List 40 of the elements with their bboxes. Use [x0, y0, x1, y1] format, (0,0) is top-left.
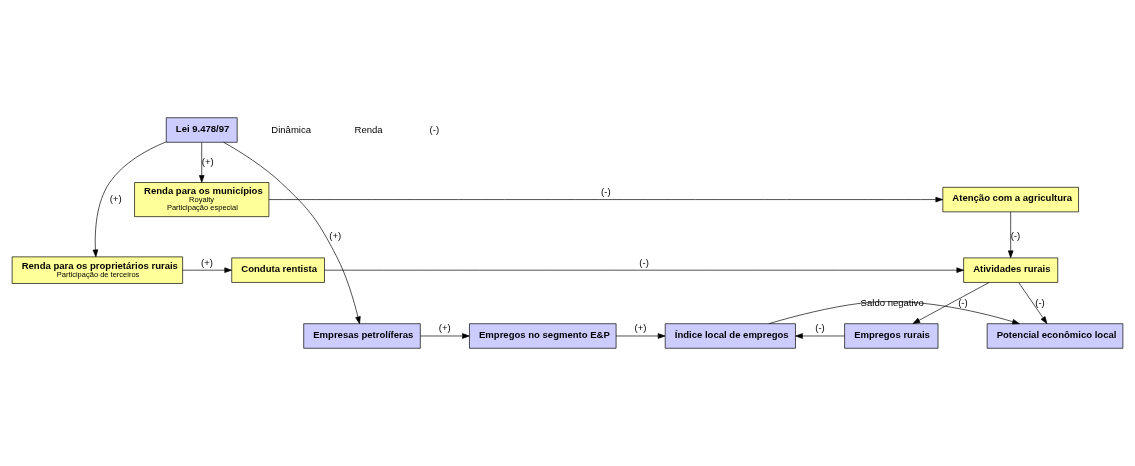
node-box: Conduta rentista [231, 257, 325, 283]
edge-label: (-) [815, 322, 825, 334]
edge-label: (-) [639, 256, 649, 268]
node-box: Empregos rurais [844, 323, 939, 349]
edge-label: (-) [958, 297, 968, 309]
node-box: Lei 9.478/97 [165, 117, 238, 143]
edge-label: (+) [634, 322, 647, 334]
arrow [615, 333, 666, 339]
arrow [795, 333, 845, 339]
arrow [420, 333, 470, 339]
node-box: Empregos no segmento E&P [469, 323, 617, 349]
edge-label: Saldo negativo [860, 297, 924, 309]
edge-label: (+) [109, 193, 122, 205]
edge-label: (+) [201, 155, 214, 167]
arrow [199, 142, 205, 183]
edge-label: (+) [438, 322, 451, 334]
node-box: Renda para os proprietários rurais Participação de terceiros [11, 256, 183, 284]
arrow [268, 196, 943, 203]
node-box: Atividades rurais [963, 257, 1059, 283]
label: Renda [354, 123, 383, 135]
arrow [324, 267, 964, 273]
arrow [912, 282, 990, 324]
arrow [92, 141, 167, 258]
edge-label: (+) [329, 230, 342, 242]
node-box: Índice local de empregos [664, 323, 796, 349]
arrow [1018, 282, 1048, 324]
node-box: Potencial econômico local [986, 323, 1124, 349]
edge-label: (-) [1035, 297, 1045, 309]
edge-label: (-) [601, 185, 611, 197]
arrow [1007, 211, 1014, 259]
edge-label: (+) [201, 256, 213, 268]
arrow [768, 301, 1020, 325]
arrow [182, 267, 232, 273]
edge-label: (-) [1010, 230, 1021, 242]
arrow [223, 141, 361, 324]
node-box: Atenção com a agricultura [942, 186, 1079, 213]
label: (-) [429, 123, 440, 135]
node-box: Renda para os municípios Royalty Participação especial [134, 182, 270, 217]
label: Dinâmica [271, 123, 312, 135]
node-box: Empresas petrolíferas [303, 323, 421, 349]
